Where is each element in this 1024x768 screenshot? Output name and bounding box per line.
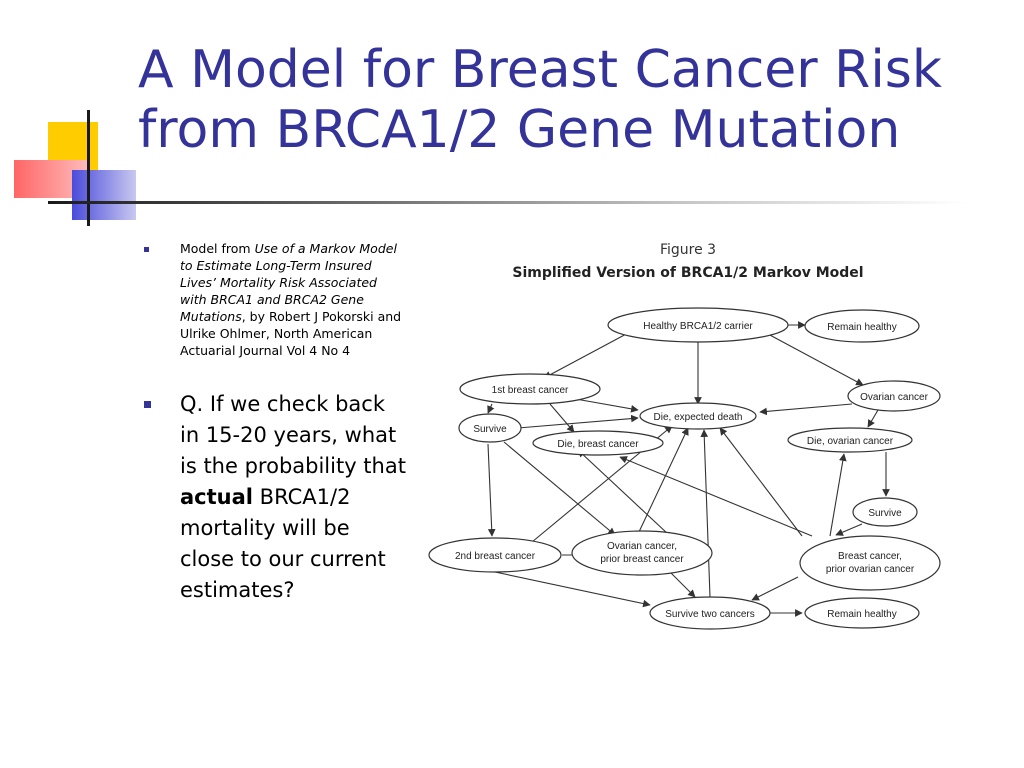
edge: [569, 397, 639, 413]
edge: [669, 571, 696, 598]
node-first-breast-cancer: 1st breast cancer: [459, 373, 601, 405]
node-remain-healthy-bottom: Remain healthy: [804, 597, 920, 629]
edge: [549, 403, 575, 433]
bullet-question: Q. If we check back in 15-20 years, what…: [140, 389, 410, 606]
source-suffix: , by Robert J Pokorski and Ulrike Ohlmer…: [180, 309, 402, 358]
node-label: prior ovarian cancer: [826, 564, 915, 575]
node-label: Healthy BRCA1/2 carrier: [643, 321, 753, 332]
node-label: Survive: [868, 508, 902, 519]
source-prefix: Model from: [180, 241, 255, 256]
question-after: BRCA1/2 mortality will be close to our c…: [180, 485, 386, 602]
node-second-breast-cancer: 2nd breast cancer: [428, 537, 562, 573]
edge: [577, 449, 669, 535]
slide-title: A Model for Breast Cancer Risk from BRCA…: [138, 40, 1018, 160]
node-label: Remain healthy: [827, 609, 896, 620]
node-breast-prior-ovarian: Breast cancer, prior ovarian cancer: [799, 535, 941, 591]
node-label: 2nd breast cancer: [455, 551, 536, 562]
edge: [759, 403, 853, 416]
bullet-marker-icon: [144, 247, 149, 252]
question-bold: actual: [180, 485, 253, 509]
edge: [637, 427, 689, 535]
edge: [543, 331, 631, 379]
node-label: 1st breast cancer: [492, 385, 569, 396]
edge: [767, 333, 864, 386]
decor-vertical-line: [87, 110, 90, 226]
edge: [751, 576, 799, 601]
node-survive-left: Survive: [458, 413, 522, 443]
edge: [867, 409, 879, 428]
markov-diagram: Figure 3 Simplified Version of BRCA1/2 M…: [428, 242, 941, 630]
node-remain-healthy-top: Remain healthy: [804, 309, 920, 343]
figure-title: Simplified Version of BRCA1/2 Markov Mod…: [512, 265, 863, 281]
bullet-marker-icon: [144, 401, 151, 408]
slide-title-line-2: from BRCA1/2 Gene Mutation: [138, 100, 901, 160]
figure-caption: Figure 3: [660, 242, 716, 258]
diagram-edges: [487, 321, 890, 617]
node-healthy-carrier: Healthy BRCA1/2 carrier: [607, 307, 789, 343]
node-die-ovarian-cancer: Die, ovarian cancer: [787, 427, 913, 453]
source-paper-title: Use of a Markov Model to Estimate Long-T…: [180, 241, 397, 324]
edge: [719, 427, 803, 537]
node-label: Ovarian cancer: [860, 392, 928, 403]
node-label: Die, breast cancer: [557, 439, 639, 450]
slide-title-line-1: A Model for Breast Cancer Risk: [138, 40, 942, 100]
edge: [829, 453, 847, 537]
node-label: Remain healthy: [827, 322, 896, 333]
node-label: Die, ovarian cancer: [807, 436, 894, 447]
node-survive-right: Survive: [852, 497, 918, 527]
edge: [487, 443, 496, 537]
node-label: Breast cancer,: [838, 551, 902, 562]
node-label: Ovarian cancer,: [607, 541, 677, 552]
edge: [700, 429, 711, 598]
edge: [487, 403, 495, 414]
node-die-breast-cancer: Die, breast cancer: [532, 430, 664, 456]
node-survive-two-cancers: Survive two cancers: [649, 596, 771, 630]
node-ovarian-cancer: Ovarian cancer: [847, 380, 941, 412]
edge: [835, 523, 863, 536]
title-underline: [48, 201, 968, 204]
node-label: Survive: [473, 424, 507, 435]
node-ovarian-prior-breast: Ovarian cancer, prior breast cancer: [571, 530, 713, 576]
bullet-list: Model from Use of a Markov Model to Esti…: [140, 240, 406, 606]
edge: [517, 414, 639, 429]
node-label: Die, expected death: [654, 412, 743, 423]
question-before: Q. If we check back in 15-20 years, what…: [180, 392, 406, 478]
markov-figure: Figure 3 Simplified Version of BRCA1/2 M…: [420, 232, 944, 642]
edge: [494, 571, 651, 608]
bullet-source: Model from Use of a Markov Model to Esti…: [140, 240, 405, 359]
edge: [503, 441, 616, 536]
decor-blue-square: [72, 170, 136, 220]
node-die-expected-death: Die, expected death: [639, 402, 757, 430]
edge: [619, 456, 813, 537]
node-label: prior breast cancer: [600, 554, 684, 565]
node-label: Survive two cancers: [665, 609, 754, 620]
